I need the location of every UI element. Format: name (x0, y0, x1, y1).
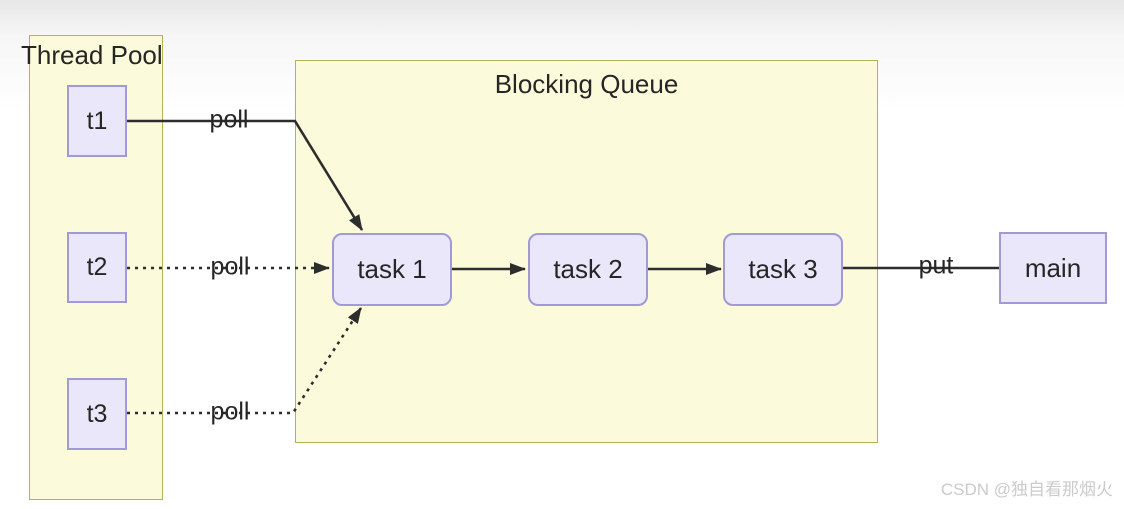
thread-node-label: t3 (86, 399, 108, 428)
thread-node-t3: t3 (67, 378, 127, 450)
task-node-2: task 2 (528, 233, 648, 306)
poll-label-t1: poll (209, 105, 249, 134)
thread-node-t1: t1 (67, 85, 127, 157)
thread-node-label: t2 (86, 253, 108, 281)
blocking-queue-title: Blocking Queue (494, 69, 679, 99)
task-node-label: task 1 (357, 254, 427, 284)
task-node-3: task 3 (723, 233, 843, 306)
thread-pool-title: Thread Pool (21, 40, 163, 70)
csdn-watermark: CSDN @独自看那烟火 (940, 480, 1113, 499)
task-node-label: task 2 (553, 254, 623, 284)
task-node-label: task 3 (748, 254, 818, 284)
edge-t3-poll (127, 307, 363, 415)
edge-t1-poll (127, 119, 364, 231)
poll-label-t2: poll (210, 252, 250, 281)
main-node: main (999, 232, 1107, 304)
thread-node-t2: t2 (67, 232, 127, 303)
task-node-1: task 1 (332, 233, 452, 306)
main-node-label: main (1024, 252, 1082, 283)
thread-node-label: t1 (86, 106, 108, 135)
put-label: put (918, 251, 954, 280)
poll-label-t3: poll (210, 397, 250, 426)
